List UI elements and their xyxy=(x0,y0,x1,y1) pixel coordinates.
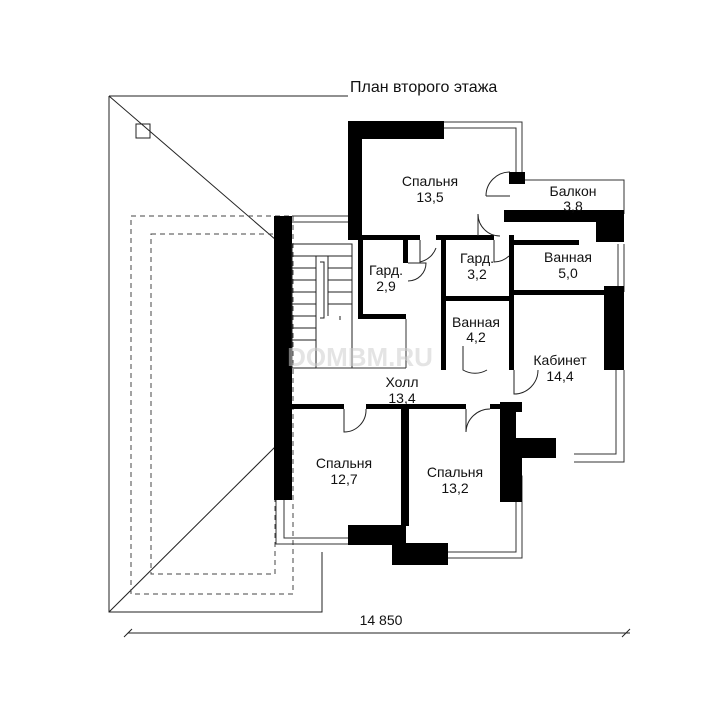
room-bath-mid: Ванная 4,2 xyxy=(452,314,500,345)
room-area: 3,8 xyxy=(563,198,583,214)
dimension-label: 14 850 xyxy=(360,612,403,628)
room-area: 13,5 xyxy=(416,189,443,205)
walls xyxy=(274,121,624,565)
room-wardrobe-mid: Гард. 3,2 xyxy=(460,250,494,282)
room-name: Ванная xyxy=(452,314,500,330)
room-name: Гард. xyxy=(460,250,494,266)
room-name: Балкон xyxy=(550,183,597,199)
room-area: 2,9 xyxy=(376,278,396,294)
room-name: Спальня xyxy=(427,464,483,480)
room-area: 3,2 xyxy=(467,266,487,282)
room-name: Спальня xyxy=(316,455,372,471)
room-area: 14,4 xyxy=(546,368,573,384)
room-area: 13,4 xyxy=(388,390,415,406)
room-hall: Холл 13,4 xyxy=(386,374,419,406)
room-balcony: Балкон 3,8 xyxy=(550,183,597,214)
room-area: 12,7 xyxy=(330,471,357,487)
roof-dashed-outline xyxy=(130,215,294,595)
room-name: Ванная xyxy=(544,249,592,265)
room-name: Холл xyxy=(386,374,419,390)
dimension-line xyxy=(123,628,631,638)
room-area: 13,2 xyxy=(441,480,468,496)
room-area: 5,0 xyxy=(558,265,578,281)
room-bedroom-top: Спальня 13,5 xyxy=(402,173,458,205)
doors xyxy=(343,171,539,433)
room-name: Гард. xyxy=(369,262,403,278)
room-bedroom-left: Спальня 12,7 xyxy=(316,455,372,487)
interior-lines xyxy=(316,319,407,369)
plan-title: План второго этажа xyxy=(350,79,497,96)
room-study: Кабинет 14,4 xyxy=(533,352,587,384)
room-wardrobe-left: Гард. 2,9 xyxy=(369,262,403,294)
room-name: Кабинет xyxy=(533,352,587,368)
room-name: Спальня xyxy=(402,173,458,189)
roof-outline xyxy=(108,95,348,613)
room-bedroom-right: Спальня 13,2 xyxy=(427,464,483,496)
room-area: 4,2 xyxy=(466,329,486,345)
room-bath-right: Ванная 5,0 xyxy=(544,249,592,281)
watermark: DOMBM.RU xyxy=(287,342,433,372)
